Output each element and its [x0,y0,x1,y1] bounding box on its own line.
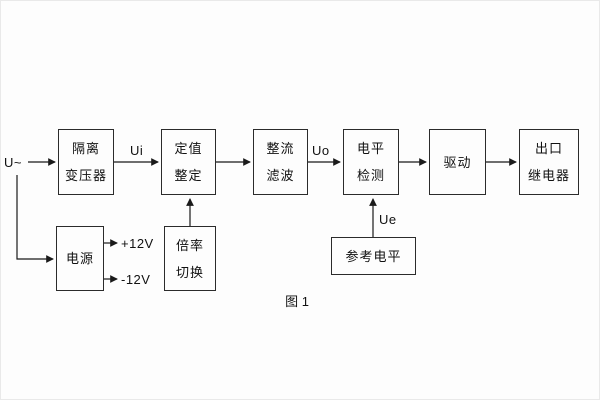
block-label: 继电器 [527,168,570,183]
block-label: 参考电平 [345,248,402,264]
arrow-input-to-power [16,175,54,263]
block-label: 检测 [356,168,385,183]
block-label: 切换 [175,264,204,280]
label-input-voltage: U~ [4,155,22,170]
block-value-setting: 定值 整定 [161,129,216,195]
label-ue: Ue [379,212,397,227]
label-uo: Uo [312,143,330,158]
label-ui: Ui [130,143,144,158]
block-label: 定值 [174,141,203,156]
block-label: 隔离 [71,141,100,156]
block-output-relay: 出口 继电器 [519,129,579,195]
block-rectify-filter: 整流 滤波 [253,129,308,195]
block-power-supply: 电源 [56,226,104,291]
block-drive: 驱动 [429,129,486,195]
block-reference-level: 参考电平 [331,237,416,275]
block-level-detect: 电平 检测 [343,129,399,195]
block-label: 电源 [65,251,94,266]
block-label: 滤波 [266,168,295,183]
label-plus-12v: +12V [121,236,154,251]
block-label: 倍率 [175,237,204,253]
block-rate-switch: 倍率 切换 [164,226,216,291]
block-label: 出口 [534,141,563,156]
block-label: 电平 [356,141,385,156]
block-label: 驱动 [443,154,472,170]
block-label: 整定 [174,168,203,183]
figure-caption: 图 1 [285,294,309,309]
block-label: 变压器 [64,168,107,183]
block-isolation-transformer: 隔离 变压器 [58,129,114,195]
label-minus-12v: -12V [121,272,151,287]
block-label: 整流 [266,141,295,156]
